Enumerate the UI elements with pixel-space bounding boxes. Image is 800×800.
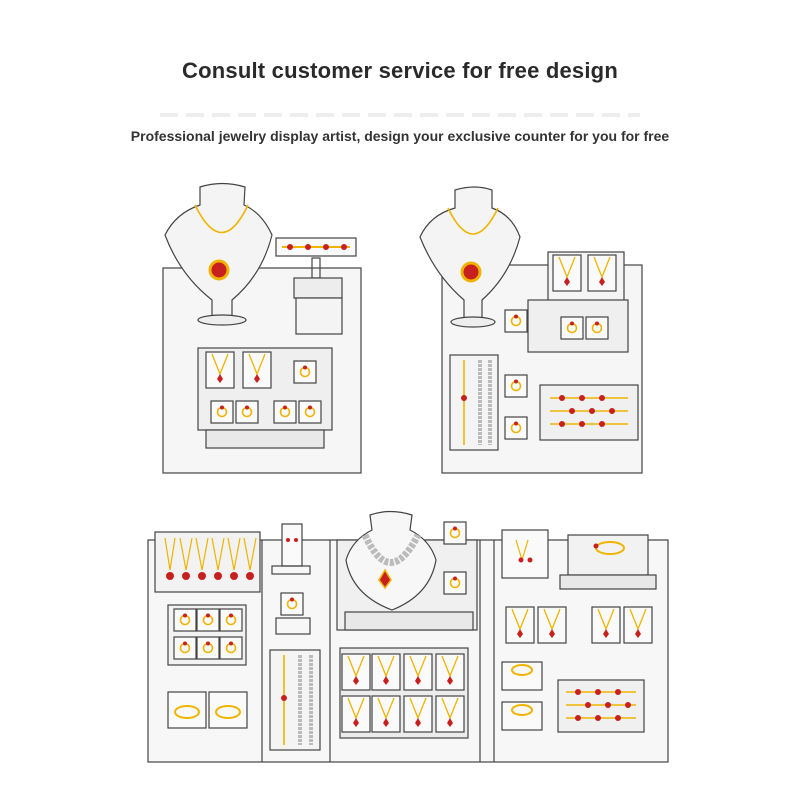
pearl-necklace-icon [449,354,499,451]
display-counter-bottom [147,510,669,763]
earring-stand-icon [271,523,311,575]
ring-tray-icon [539,384,639,441]
ring-box-icon [501,661,543,731]
display-set-top-left [162,182,362,474]
necklace-bust-icon [164,182,273,326]
bracelet-icon [275,237,357,335]
necklace-bust-icon [419,186,521,328]
page-subtitle: Professional jewelry display artist, des… [130,128,670,144]
display-set-top-right [419,186,643,474]
faint-caption-line [160,113,640,117]
page-title: Consult customer service for free design [182,58,618,83]
